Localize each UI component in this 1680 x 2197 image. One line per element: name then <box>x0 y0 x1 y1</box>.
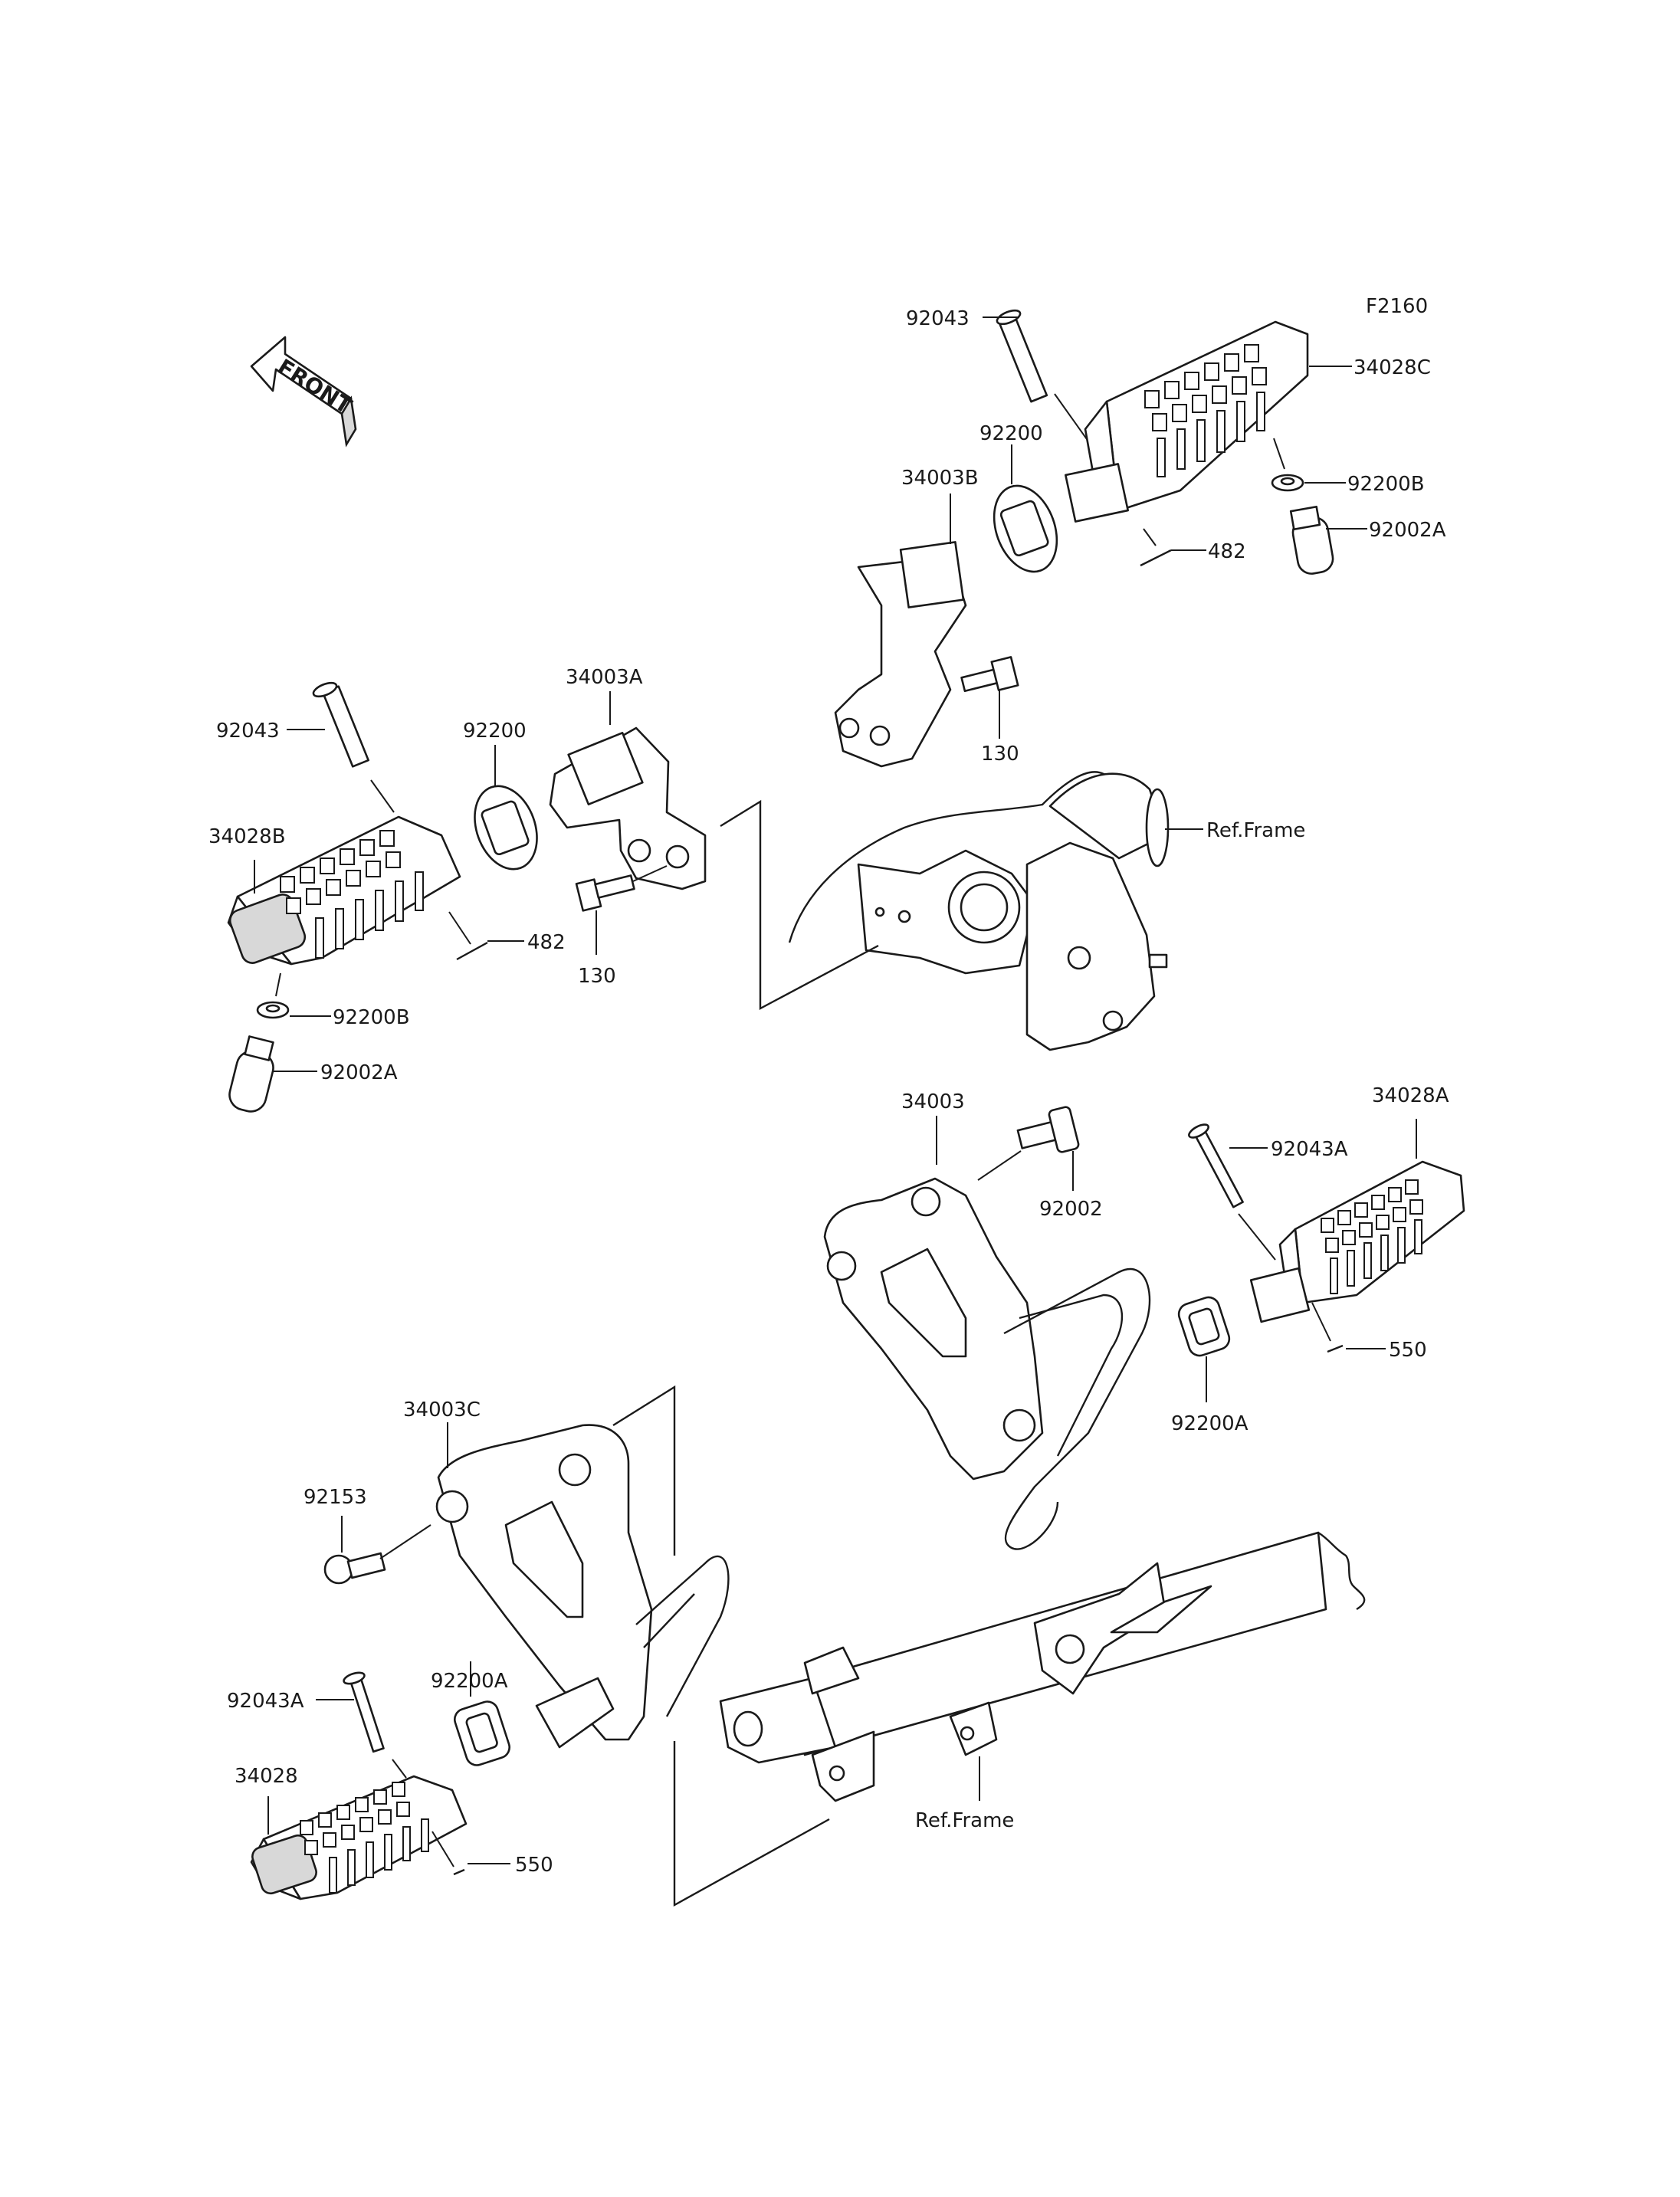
pin-92043A-right <box>1188 1123 1244 1208</box>
label-92043A-left: 92043A <box>227 1690 304 1713</box>
label-92002A-left: 92002A <box>320 1061 398 1084</box>
label-92043-left: 92043 <box>216 720 280 743</box>
footpeg-34028A <box>1249 1160 1465 1323</box>
front-label: FRONT <box>273 354 356 419</box>
label-482-left: 482 <box>527 931 566 954</box>
footpeg-34028 <box>250 1775 468 1900</box>
bracket-34003B <box>834 541 967 768</box>
label-34028B: 34028B <box>208 825 286 848</box>
frame-tube-bottom <box>719 1531 1366 1802</box>
pin-92043-top <box>996 309 1048 403</box>
washer-92200A-right <box>1177 1296 1231 1357</box>
bolt-92002A-left <box>228 1035 274 1113</box>
footpeg-34028B <box>227 815 461 966</box>
bolt-130-left <box>575 874 635 912</box>
footpeg-34028C <box>1065 320 1309 523</box>
label-92200-top: 92200 <box>979 422 1043 445</box>
label-92002: 92002 <box>1039 1198 1103 1221</box>
bolt-92002A-top <box>1289 505 1334 575</box>
label-92043A-right: 92043A <box>1271 1138 1348 1161</box>
label-34003A: 34003A <box>566 666 643 689</box>
label-34028A: 34028A <box>1372 1084 1449 1107</box>
label-550-right: 550 <box>1389 1339 1427 1362</box>
bolt-130-top <box>960 656 1019 693</box>
label-34003: 34003 <box>901 1090 965 1113</box>
bolt-92153 <box>323 1552 386 1585</box>
bracket-34003 <box>823 1177 1151 1550</box>
label-ref-frame-bottom: Ref.Frame <box>915 1809 1014 1832</box>
label-34028C: 34028C <box>1354 356 1431 379</box>
label-ref-frame-top: Ref.Frame <box>1206 819 1305 842</box>
label-92200B-top: 92200B <box>1347 473 1425 496</box>
pin-92043A-left <box>343 1671 385 1753</box>
label-550-left: 550 <box>515 1854 553 1877</box>
washer-92200B-left <box>256 1001 290 1019</box>
washer-92200-top <box>993 484 1058 573</box>
label-92043-top: 92043 <box>906 307 970 330</box>
bolt-92002 <box>1016 1106 1080 1153</box>
washer-92200A-left <box>454 1700 510 1766</box>
label-130-top: 130 <box>981 743 1019 766</box>
bracket-34003C <box>435 1424 730 1749</box>
label-92200A-right: 92200A <box>1171 1412 1249 1435</box>
figure-code: F2160 <box>1366 295 1428 318</box>
label-130-left: 130 <box>578 965 616 988</box>
pin-92043-left <box>312 681 369 768</box>
washer-92200-left <box>474 785 538 871</box>
label-92002A-top: 92002A <box>1369 519 1446 542</box>
label-34003B: 34003B <box>901 467 979 490</box>
bracket-34003A <box>549 726 707 890</box>
label-92200B-left: 92200B <box>333 1006 410 1029</box>
label-34003C: 34003C <box>403 1399 481 1421</box>
label-92153: 92153 <box>304 1486 367 1509</box>
washer-92200B-top <box>1271 474 1304 492</box>
label-34028: 34028 <box>235 1765 298 1788</box>
front-arrow-icon: FRONT <box>250 336 357 448</box>
label-92200-left: 92200 <box>463 720 527 743</box>
frame-section-top <box>788 771 1170 1051</box>
label-92200A-left: 92200A <box>431 1670 508 1693</box>
label-482-top: 482 <box>1208 540 1246 563</box>
